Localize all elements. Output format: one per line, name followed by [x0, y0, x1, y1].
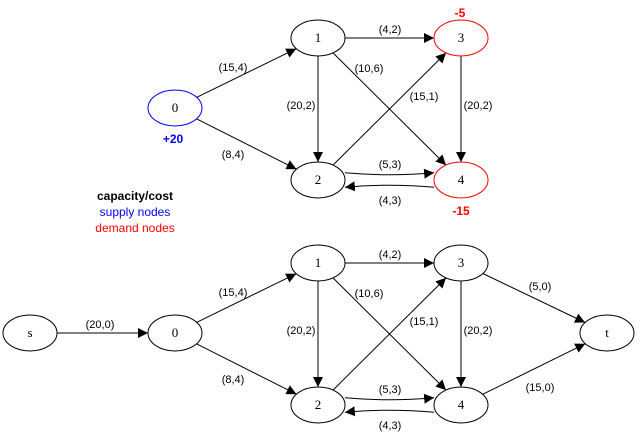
bottom-node-4-label: 4	[458, 397, 465, 412]
top-node-1: 1	[290, 19, 346, 57]
bottom-graph-edges	[57, 258, 586, 417]
top-graph: 0 +20 1 2 3 -5 4 -15 (15,4) (8,4) (4,2) (10,6) (20,…	[147, 6, 493, 218]
bottom-node-s: s	[2, 314, 58, 352]
top-edge-label-2-to-4: (5,3)	[379, 159, 402, 171]
top-node-0: 0 +20	[147, 89, 203, 146]
bottom-node-0-shape	[147, 314, 203, 352]
bottom-edge-label-2-to-4: (5,3)	[379, 384, 402, 396]
top-node-1-shape	[290, 19, 346, 57]
top-node-4-balance: -15	[452, 204, 470, 218]
bottom-edge-label-3-to-4: (20,2)	[464, 325, 493, 337]
bottom-edge-4-to-2	[344, 406, 435, 417]
top-node-4-shape	[433, 161, 489, 199]
bottom-node-2-label: 2	[315, 397, 322, 412]
top-edge-label-0-to-2: (8,4)	[222, 149, 245, 161]
top-node-2: 2	[290, 161, 346, 199]
legend: capacity/cost supply nodes demand nodes	[95, 189, 174, 235]
bottom-edge-0-to-1	[196, 273, 297, 323]
bottom-edge-label-0-to-1: (15,4)	[219, 287, 248, 299]
top-edge-label-1-to-4: (10,6)	[355, 63, 384, 75]
bottom-node-t: t	[579, 314, 635, 352]
bottom-edge-4-to-t	[482, 343, 586, 395]
bottom-node-4-shape	[433, 386, 489, 424]
top-node-3-shape	[433, 19, 489, 57]
bottom-node-3-shape	[433, 244, 489, 282]
bottom-node-2-shape	[290, 386, 346, 424]
bottom-node-2: 2	[290, 386, 346, 424]
bottom-node-3-label: 3	[458, 255, 465, 270]
legend-demand: demand nodes	[95, 221, 174, 235]
top-node-2-shape	[290, 161, 346, 199]
bottom-node-0: 0	[147, 314, 203, 352]
legend-title: capacity/cost	[97, 189, 173, 203]
top-edge-4-to-2	[344, 181, 435, 192]
bottom-edge-label-4-to-2: (4,3)	[379, 420, 402, 432]
top-graph-edges	[196, 33, 466, 192]
top-node-4: 4 -15	[433, 161, 489, 218]
bottom-node-s-shape	[2, 314, 58, 352]
top-edge-label-4-to-2: (4,3)	[379, 195, 402, 207]
bottom-graph-nodes: s 0 1 2 3 4 t	[2, 244, 635, 424]
top-edge-label-3-to-4: (20,2)	[464, 100, 493, 112]
top-edge-label-2-to-3: (15,1)	[410, 91, 439, 103]
bottom-edge-2-to-4	[344, 393, 435, 404]
bottom-edge-label-0-to-2: (8,4)	[222, 374, 245, 386]
bottom-node-3: 3	[433, 244, 489, 282]
bottom-edge-label-1-to-4: (10,6)	[355, 288, 384, 300]
bottom-node-1-label: 1	[315, 255, 322, 270]
bottom-node-0-label: 0	[172, 325, 179, 340]
bottom-node-1: 1	[290, 244, 346, 282]
top-edge-2-to-4	[344, 168, 435, 179]
top-node-4-label: 4	[458, 172, 465, 187]
legend-supply: supply nodes	[100, 205, 171, 219]
top-edge-2-to-3	[332, 52, 447, 166]
top-node-3-balance: -5	[455, 6, 466, 20]
bottom-edge-label-4-to-t: (15,0)	[526, 382, 555, 394]
bottom-node-1-shape	[290, 244, 346, 282]
top-node-2-label: 2	[315, 172, 322, 187]
top-node-3: 3 -5	[433, 6, 489, 57]
top-node-0-balance: +20	[163, 132, 184, 146]
top-edge-0-to-1	[196, 48, 297, 98]
top-node-0-label: 0	[172, 100, 179, 115]
bottom-node-t-shape	[579, 314, 635, 352]
top-edge-label-1-to-2: (20,2)	[287, 100, 316, 112]
bottom-graph-edge-labels: (20,0) (15,4) (8,4) (4,2) (10,6) (20,2) (15,1)…	[86, 249, 555, 432]
bottom-edge-label-3-to-t: (5,0)	[529, 281, 552, 293]
top-graph-nodes: 0 +20 1 2 3 -5 4 -15	[147, 6, 489, 218]
top-node-0-shape	[147, 89, 203, 127]
top-edge-label-1-to-3: (4,2)	[379, 24, 402, 36]
bottom-node-t-label: t	[605, 325, 609, 340]
bottom-edge-0-to-2	[196, 343, 297, 395]
bottom-edge-3-to-t	[482, 273, 586, 323]
bottom-edge-label-2-to-3: (15,1)	[410, 316, 439, 328]
bottom-node-s-label: s	[27, 325, 32, 340]
bottom-edge-2-to-3	[332, 277, 447, 391]
top-node-3-label: 3	[458, 30, 465, 45]
bottom-node-4: 4	[433, 386, 489, 424]
top-graph-edge-labels: (15,4) (8,4) (4,2) (10,6) (20,2) (15,1) (20,2)…	[219, 24, 493, 207]
top-edge-label-0-to-1: (15,4)	[219, 62, 248, 74]
bottom-edge-label-s-to-0: (20,0)	[86, 319, 115, 331]
top-edge-0-to-2	[196, 118, 297, 170]
bottom-edge-label-1-to-2: (20,2)	[287, 325, 316, 337]
top-node-1-label: 1	[315, 30, 322, 45]
bottom-edge-label-1-to-3: (4,2)	[379, 249, 402, 261]
